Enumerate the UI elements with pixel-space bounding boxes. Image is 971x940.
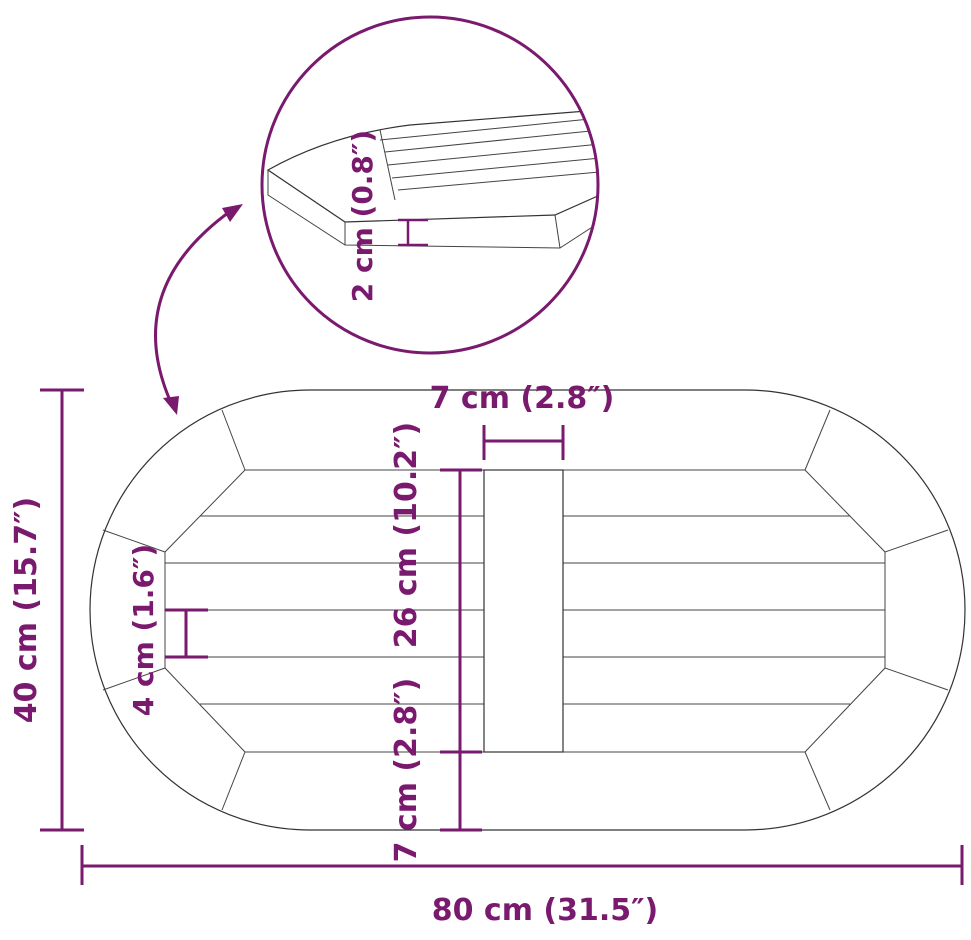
- plank-width-label: 7 cm (2.8″): [430, 381, 615, 416]
- thickness-detail: [260, 15, 600, 355]
- center-plank: [483, 469, 564, 753]
- zoom-circle: [260, 15, 600, 355]
- plank-width-dimension-line: [482, 425, 565, 460]
- end-margin-label: 7 cm (2.8″): [389, 678, 424, 863]
- plank-length-label: 26 cm (10.2″): [389, 422, 424, 649]
- length-dimension-line: [80, 845, 964, 885]
- thickness-label: 2 cm (0.8″): [346, 130, 379, 302]
- plank-length-dimension-line: [440, 468, 482, 832]
- slat-lines-right: [563, 515, 885, 705]
- width-label: 40 cm (15.7″): [9, 497, 44, 724]
- frame-segment-lines: [102, 409, 949, 811]
- width-dimension-line: [40, 388, 84, 832]
- zoom-arrow: [154, 204, 243, 415]
- slat-width-label: 4 cm (1.6″): [127, 544, 160, 716]
- slat-lines-left: [165, 515, 484, 705]
- slat-width-dimension-line: [165, 608, 208, 659]
- tabletop-top-view: [89, 389, 966, 831]
- length-label: 80 cm (31.5″): [432, 893, 659, 928]
